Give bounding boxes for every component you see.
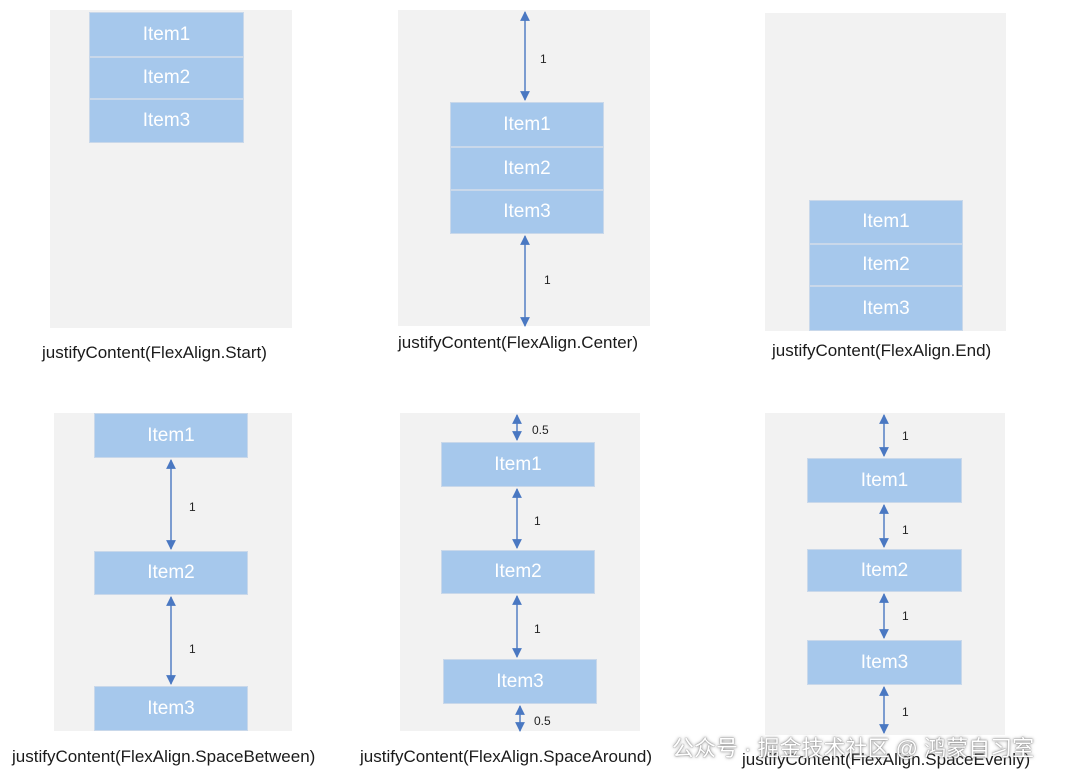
item-1: Item1 bbox=[441, 442, 595, 487]
caption-space-between: justifyContent(FlexAlign.SpaceBetween) bbox=[12, 747, 316, 766]
dim-label: 1 bbox=[544, 273, 551, 287]
item-2: Item2 bbox=[450, 147, 604, 190]
item-2: Item2 bbox=[94, 551, 248, 595]
item-2: Item2 bbox=[89, 57, 244, 99]
item-2: Item2 bbox=[807, 549, 962, 592]
dim-label: 1 bbox=[902, 609, 909, 623]
dim-label: 0.5 bbox=[534, 714, 551, 728]
dim-label: 1 bbox=[902, 705, 909, 719]
item-3: Item3 bbox=[94, 686, 248, 731]
item-1: Item1 bbox=[89, 12, 244, 57]
caption-end: justifyContent(FlexAlign.End) bbox=[772, 341, 992, 360]
item-3: Item3 bbox=[443, 659, 597, 704]
item-1: Item1 bbox=[807, 458, 962, 503]
dim-label: 1 bbox=[189, 500, 196, 514]
item-3: Item3 bbox=[807, 640, 962, 685]
item-3: Item3 bbox=[89, 99, 244, 143]
item-1: Item1 bbox=[450, 102, 604, 147]
dim-label: 1 bbox=[902, 429, 909, 443]
caption-space-around: justifyContent(FlexAlign.SpaceAround) bbox=[360, 747, 652, 766]
dim-label: 1 bbox=[540, 52, 547, 66]
item-2: Item2 bbox=[809, 244, 963, 286]
caption-space-evenly: justifyContent(FlexAlign.SpaceEvenly) bbox=[742, 750, 1031, 769]
dim-label: 1 bbox=[189, 642, 196, 656]
watermark: 公众号 · 掘金技术社区 @ 鸿蒙自习室 bbox=[672, 736, 1035, 761]
dim-label: 1 bbox=[902, 523, 909, 537]
item-3: Item3 bbox=[450, 190, 604, 234]
item-3: Item3 bbox=[809, 286, 963, 331]
item-1: Item1 bbox=[94, 413, 248, 458]
item-2: Item2 bbox=[441, 550, 595, 594]
caption-start: justifyContent(FlexAlign.Start) bbox=[42, 343, 267, 362]
item-1: Item1 bbox=[809, 200, 963, 244]
dim-label: 0.5 bbox=[532, 423, 549, 437]
dim-label: 1 bbox=[534, 622, 541, 636]
caption-center: justifyContent(FlexAlign.Center) bbox=[398, 333, 638, 352]
dim-label: 1 bbox=[534, 514, 541, 528]
